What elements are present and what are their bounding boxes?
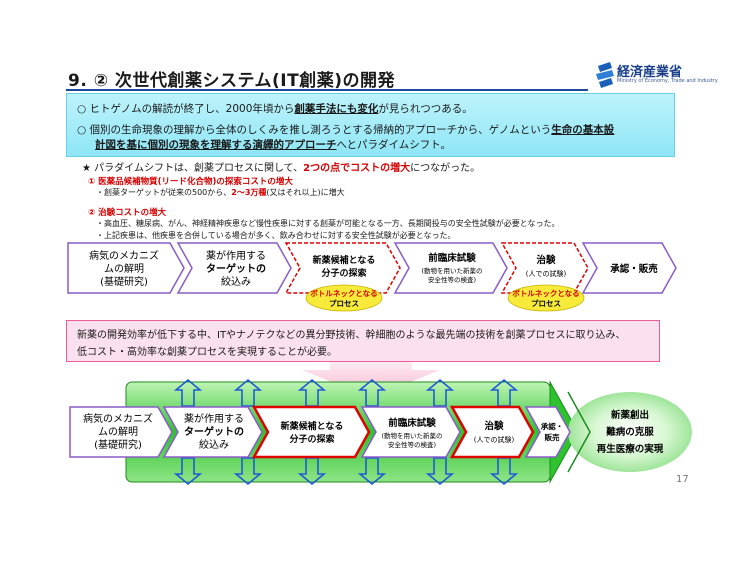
bottleneck-1-line2: プロセス [329,298,359,308]
intro-line-3: 計図を基に個別の現象を理解する演繹的アプローチへとパラダイムシフト。 [95,137,451,152]
title-underline [66,89,588,91]
flow1-s3-line2: 分子の探索 [321,267,366,279]
intro-text: へとパラダイムシフト。 [336,139,452,151]
flow1-s1-line2: ムの解明 [104,262,144,275]
flow1-s2-line1: 薬が作用する [206,249,266,262]
flow1-step-preclinical: 前臨床試験 (動物を用いた新薬の 安全性等の検査) [393,242,508,294]
flow2-s3-line1: 新薬候補となる [281,420,344,432]
flow2-step-clinical-trial: 治験 (人での試験) [449,405,535,459]
flow2-step-molecule-search: 新薬候補となる 分子の探索 [251,405,371,459]
flow2-s4-line2: (動物を用いた新薬の [381,431,442,440]
point-2-body-2: ・上記疾患は、他疾患を合併している場合が多く、飲み合わせに対する安全性試験が必要… [96,231,456,240]
flow2-s3-line2: 分子の探索 [289,433,334,445]
intro-emphasis: 計図を基に個別の現象を理解する演繹的アプローチ [95,139,337,151]
double-arrow-icon [357,378,387,486]
point-1-body: ・創薬ターゲットが従来の500から、2〜3万種(又はそれ以上)に増大 [96,187,345,198]
outcome-line-2: 難病の克服 [605,426,654,438]
flow2-s5-line1: 治験 [484,420,504,432]
flow2-s6-line1: 承認・ [541,421,564,431]
requirement-line-2: 低コスト・高効率な創薬プロセスを実現することが必要。 [77,347,337,358]
point-2-body-1: ・高血圧、糖尿病、がん、神経精神疾患など慢性疾患に対する創薬が可能となる一方、長… [96,219,560,228]
flow1-step-basic-research: 病気のメカニズ ムの解明 (基礎研究) [67,242,185,294]
bottleneck-1-line1: ボトルネックとなる [310,288,377,298]
flow2-s4-line1: 前臨床試験 [388,417,436,429]
page-title: 9. ② 次世代創薬システム(IT創薬)の開発 [68,71,395,91]
bottleneck-badge-1: ボトルネックとなる プロセス [305,284,383,312]
flow1-s4-line1: 前臨床試験 [428,252,476,264]
intro-emphasis: 創薬手法にも変化 [294,103,379,115]
flow1-step-clinical-trial: 治験 (人での試験) [500,242,589,294]
point-2-heading: ② 治験コストの増大 [88,208,167,218]
flow2-s6-line2: 販売 [545,432,560,442]
intro-line-1: ○ ヒトゲノムの解読が終了し、2000年頃から創薬手法にも変化が見られつつある。 [77,101,473,116]
intro-line-2: ○ 個別の生命現象の理解から全体のしくみを推し測ろうとする帰納的アプローチから、… [77,122,614,137]
flow2-s1-line2: ムの解明 [98,425,138,438]
flow2-s1-line1: 病気のメカニズ [83,412,153,425]
flow1-s6-line1: 承認・販売 [610,263,658,275]
flow1-s4-line3: 安全性等の検査) [428,275,476,284]
bottleneck-2-line2: プロセス [531,298,561,308]
flow2-s1-line3: (基礎研究) [94,438,142,451]
flow2-step-preclinical: 前臨床試験 (動物を用いた新薬の 安全性等の検査) [360,406,461,458]
double-arrow-icon [425,378,455,486]
intro-text: ○ 個別の生命現象の理解から全体のしくみを推し測ろうとする帰納的アプローチから、… [77,124,552,136]
outcome-circle: 新薬創出 難病の克服 再生医療の実現 [568,392,692,472]
flow2-s2-line2: ターゲットの [184,425,244,438]
paradigm-statement: ★ パラダイムシフトは、創薬プロセスに関して、2つの点でコストの増大につながった… [82,159,480,174]
ministry-logo [596,62,614,88]
flow2-step-approval: 承認・ 販売 [524,406,571,458]
ministry-name-english: Ministry of Economy, Trade and Industry [617,78,718,84]
requirement-box: 新薬の開発効率が低下する中、ITやナノテクなどの異分野技術、幹細胞のような最先端… [66,320,660,362]
flow1-s3-line1: 新薬候補となる [313,254,376,266]
flow1-step-approval: 承認・販売 [581,242,677,294]
statement-emphasis: 2つの点でコストの増大 [303,163,411,174]
flow1-s5-line2: (人での試験) [526,269,567,278]
intro-text: ○ ヒトゲノムの解読が終了し、2000年頃から [77,103,295,115]
intro-text: が見られつつある。 [378,103,473,115]
intro-emphasis: 生命の基本設 [551,124,615,136]
point-text: (又はそれ以上)に増大 [266,188,345,197]
flow1-s1-line3: (基礎研究) [100,275,148,288]
outcome-line-3: 再生医療の実現 [597,443,664,455]
flow1-step-target: 薬が作用する ターゲットの 絞込み [176,242,292,294]
double-arrow-icon [173,378,203,486]
double-arrow-icon [233,378,263,486]
bottleneck-badge-2: ボトルネックとなる プロセス [507,284,585,312]
flow2-s2-line1: 薬が作用する [184,412,244,425]
page-number: 17 [676,474,689,485]
flow1-s2-line2: ターゲットの [206,262,266,275]
flow1-s5-line1: 治験 [536,254,556,266]
requirement-line-1: 新薬の開発効率が低下する中、ITやナノテクなどの異分野技術、幹細胞のような最先端… [77,330,626,341]
statement-text: ★ パラダイムシフトは、創薬プロセスに関して、 [82,163,304,174]
ministry-name: 経済産業省 [617,65,683,80]
outcome-line-1: 新薬創出 [611,409,649,421]
intro-box: ○ ヒトゲノムの解読が終了し、2000年頃から創薬手法にも変化が見られつつある。… [66,93,675,157]
flow1-step-molecule-search: 新薬候補となる 分子の探索 [284,242,401,294]
flow1-s2-line3: 絞込み [221,275,251,288]
flow2-step-target: 薬が作用する ターゲットの 絞込み [162,406,263,458]
flow1-s1-line1: 病気のメカニズ [89,249,159,262]
point-1-heading: ① 医薬品候補物質(リード化合物)の探索コストの増大 [88,177,293,187]
flow2-s5-line2: (人での試験) [474,435,515,444]
flow2-step-basic-research: 病気のメカニズ ムの解明 (基礎研究) [69,406,173,458]
bottleneck-2-line1: ボトルネックとなる [512,288,579,298]
point-text: ・創薬ターゲットが従来の500から、 [96,188,232,197]
outcome-bracket [567,391,591,473]
flow2-s4-line3: 安全性等の検査) [388,440,436,449]
point-emphasis: 2〜3万種 [231,188,267,197]
statement-text: につながった。 [410,163,481,174]
flow1-s4-line2: (動物を用いた新薬の [421,266,482,275]
flow2-s2-line3: 絞込み [199,438,229,451]
ministry-logo-icon [596,62,614,88]
